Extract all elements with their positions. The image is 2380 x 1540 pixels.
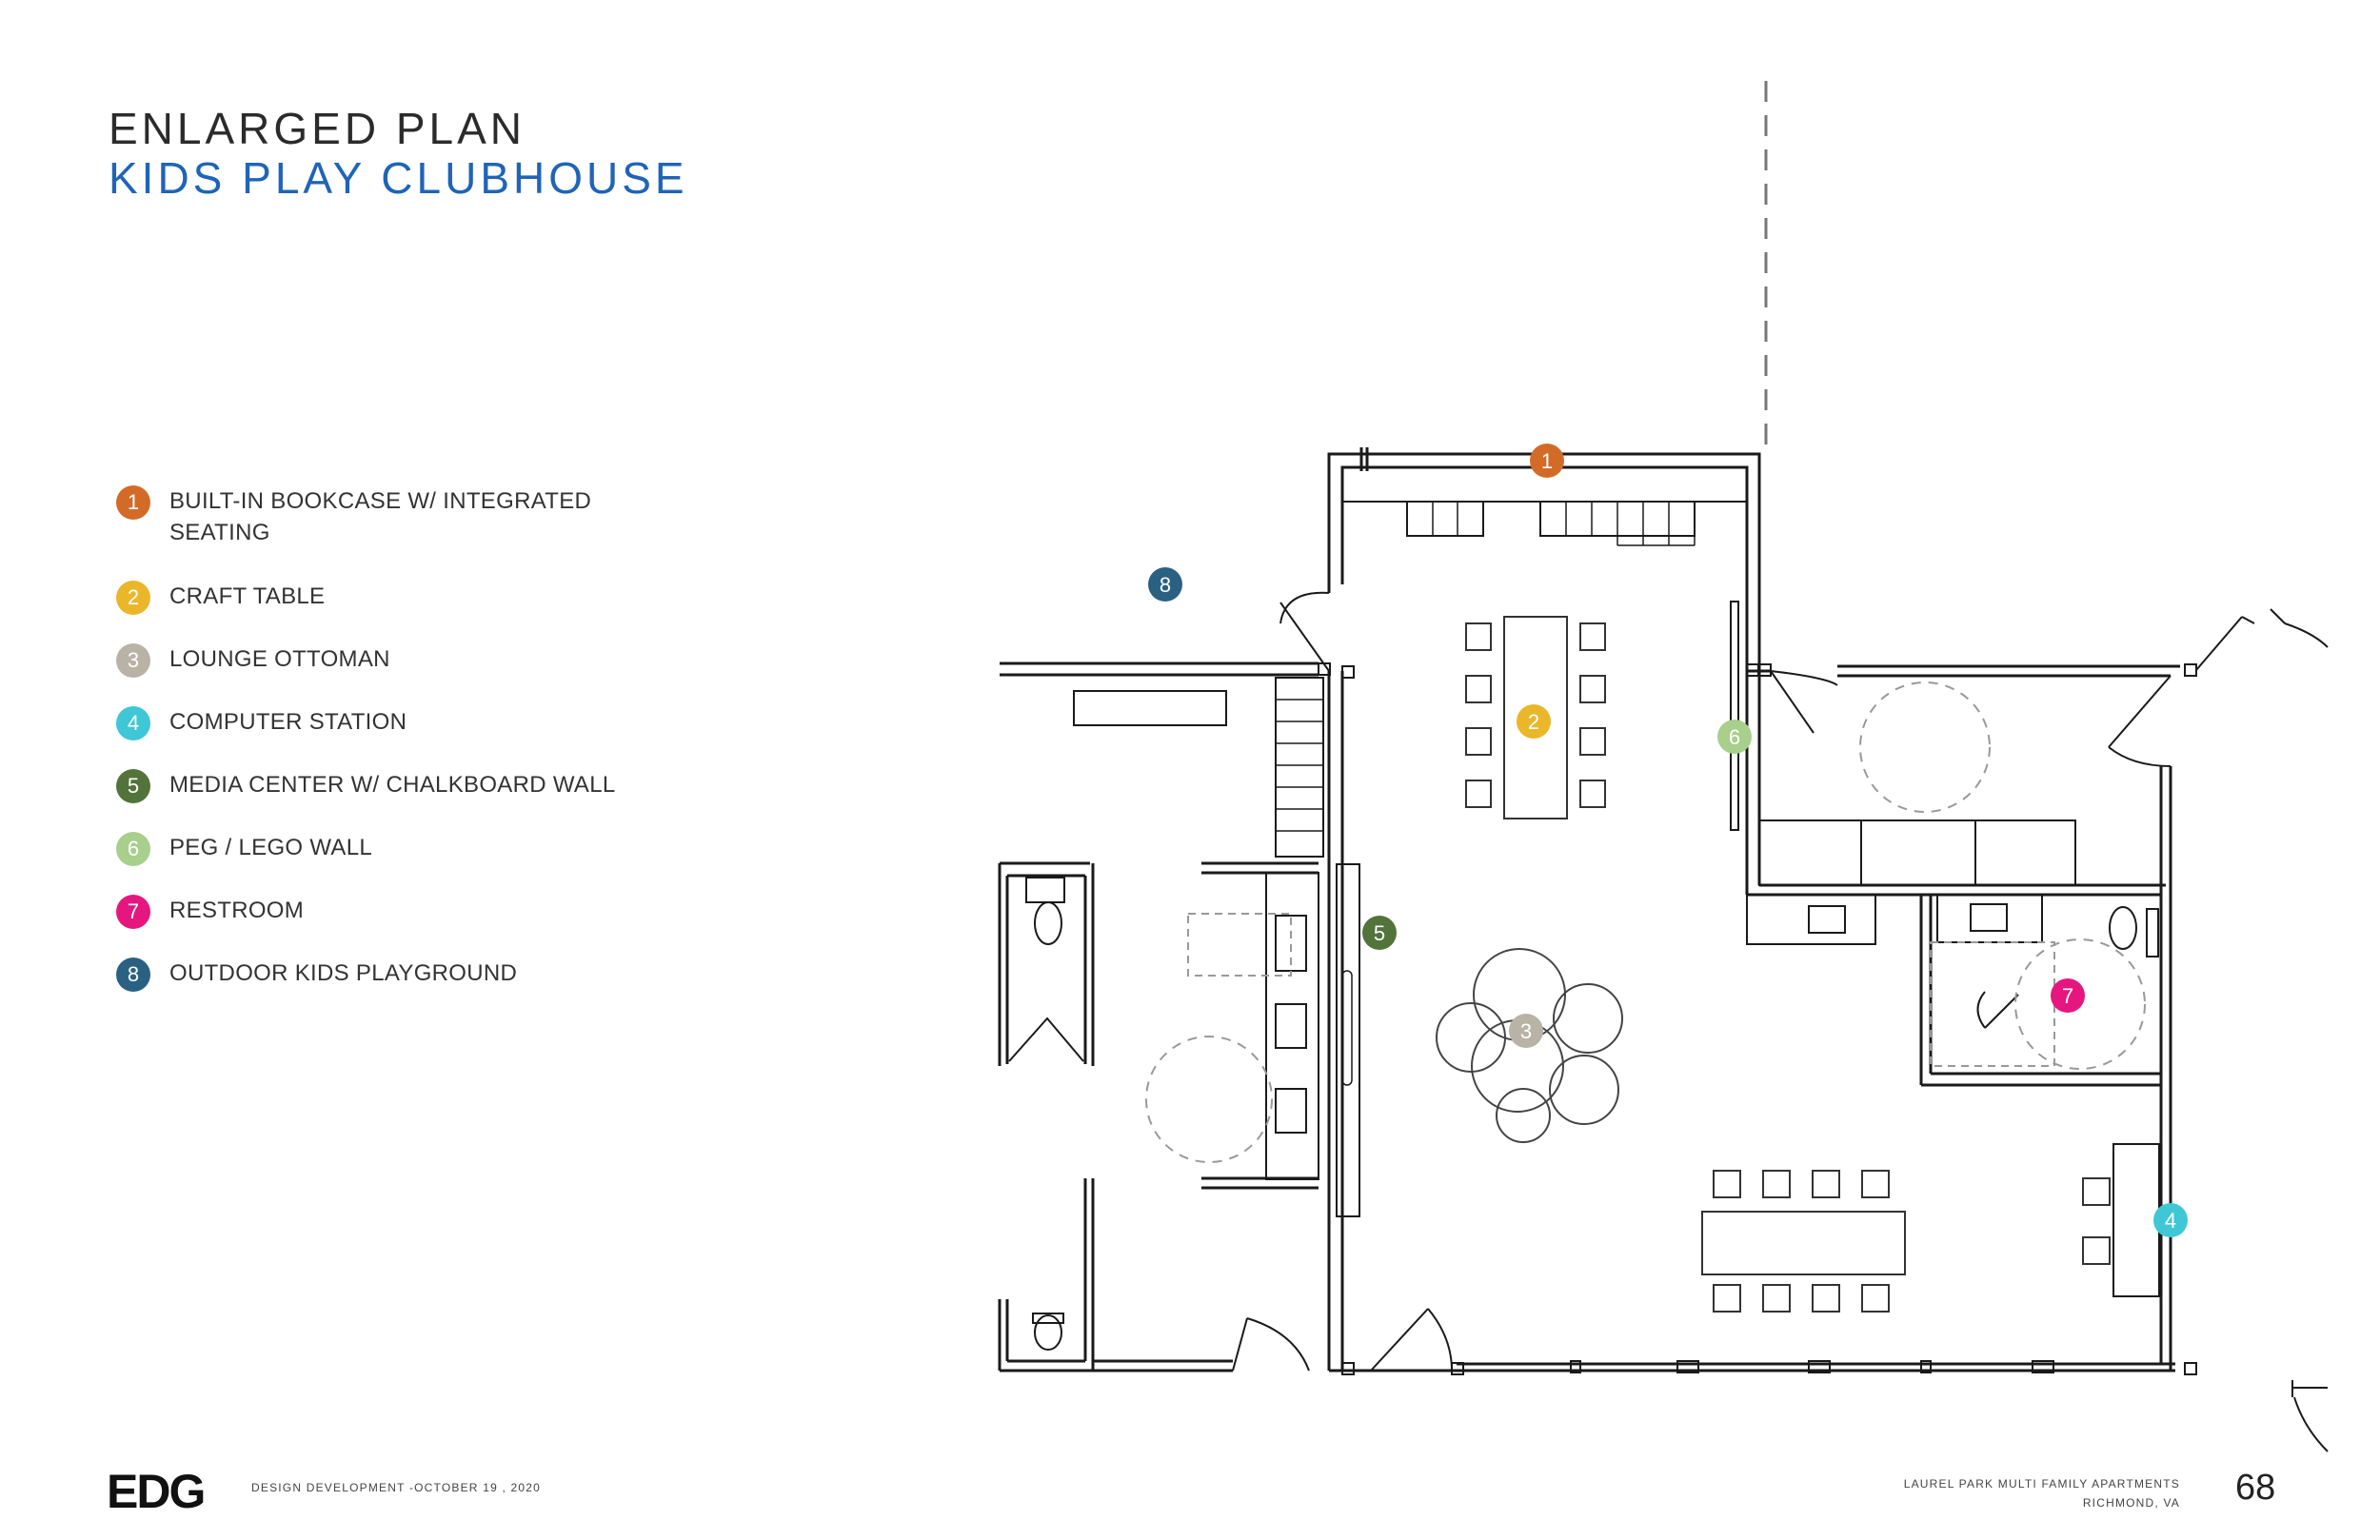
page-number: 68 <box>2235 1468 2276 1508</box>
legend-marker-2: 2 <box>116 581 150 615</box>
legend-item-craft-table: 2 CRAFT TABLE <box>116 581 325 615</box>
plan-marker-8: 8 <box>1148 567 1182 602</box>
legend-item-computer-station: 4 COMPUTER STATION <box>116 706 407 740</box>
svg-text:7: 7 <box>2062 984 2073 1008</box>
legend-item-restroom: 7 RESTROOM <box>116 895 304 929</box>
legend-label-6: PEG / LEGO WALL <box>169 835 373 860</box>
legend-item-bookcase: 1 BUILT-IN BOOKCASE W/ INTEGRATED SEATING <box>116 485 591 548</box>
legend-marker-8: 8 <box>116 958 150 992</box>
legend-marker-6: 6 <box>116 832 150 866</box>
plan-marker-1: 1 <box>1530 444 1564 478</box>
legend-marker-7: 7 <box>116 895 150 929</box>
plan-marker-2: 2 <box>1517 704 1551 739</box>
page-subtitle: KIDS PLAY CLUBHOUSE <box>109 153 688 203</box>
project-location: RICHMOND, VA <box>2082 1496 2180 1510</box>
legend-marker-5: 5 <box>116 769 150 803</box>
svg-text:5: 5 <box>1374 921 1385 945</box>
legend-item-peg-lego-wall: 6 PEG / LEGO WALL <box>116 832 372 866</box>
page-title: ENLARGED PLAN <box>109 104 526 153</box>
legend-label-1: BUILT-IN BOOKCASE W/ INTEGRATED <box>169 488 592 514</box>
svg-text:6: 6 <box>1729 725 1740 749</box>
legend-marker-4: 4 <box>116 706 150 740</box>
plan-marker-6: 6 <box>1717 720 1752 754</box>
project-info: LAUREL PARK MULTI FAMILY APARTMENTS RICH… <box>1904 1474 2180 1512</box>
svg-text:8: 8 <box>1160 573 1171 597</box>
legend-marker-3: 3 <box>116 643 150 678</box>
legend-item-media-center: 5 MEDIA CENTER W/ CHALKBOARD WALL <box>116 769 616 803</box>
legend-label-2: CRAFT TABLE <box>169 583 326 609</box>
plan-marker-4: 4 <box>2153 1203 2188 1237</box>
plan-marker-7: 7 <box>2051 978 2085 1013</box>
legend-label-1-cont: SEATING <box>169 520 270 545</box>
svg-text:2: 2 <box>1528 710 1539 734</box>
legend-label-7: RESTROOM <box>169 898 305 923</box>
svg-text:3: 3 <box>1520 1019 1532 1043</box>
legend-item-lounge-ottoman: 3 LOUNGE OTTOMAN <box>116 643 390 678</box>
svg-text:4: 4 <box>2165 1209 2176 1233</box>
legend-label-3: LOUNGE OTTOMAN <box>169 646 390 672</box>
plan-marker-3: 3 <box>1509 1014 1543 1048</box>
legend-label-8: OUTDOOR KIDS PLAYGROUND <box>169 960 518 986</box>
legend-label-4: COMPUTER STATION <box>169 709 407 735</box>
svg-text:1: 1 <box>1541 449 1553 473</box>
legend-label-5: MEDIA CENTER W/ CHALKBOARD WALL <box>169 772 616 798</box>
legend-item-outdoor-playground: 8 OUTDOOR KIDS PLAYGROUND <box>116 958 517 992</box>
plan-marker-5: 5 <box>1362 916 1397 950</box>
craft-table-chairs <box>1465 622 1606 808</box>
project-name: LAUREL PARK MULTI FAMILY APARTMENTS <box>1903 1477 2180 1491</box>
edg-logo: EDG <box>107 1465 206 1518</box>
document-status: DESIGN DEVELOPMENT -OCTOBER 19 , 2020 <box>251 1481 542 1494</box>
legend-marker-1: 1 <box>116 485 150 520</box>
